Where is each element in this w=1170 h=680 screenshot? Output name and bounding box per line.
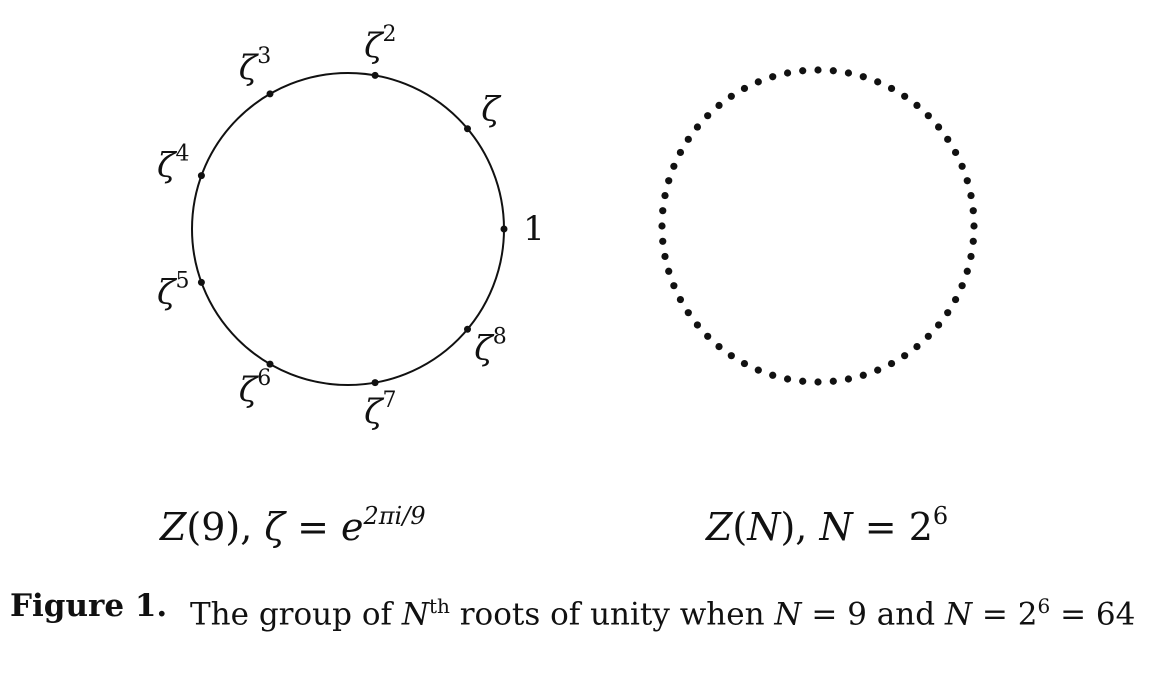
root-point <box>951 148 960 157</box>
root-point <box>814 378 822 386</box>
root-point <box>665 267 673 275</box>
root-point <box>924 112 932 120</box>
left-unit-circle <box>191 72 505 386</box>
root-point <box>969 207 977 215</box>
root-point <box>901 352 909 360</box>
root-point <box>740 359 749 368</box>
figure-caption: Figure 1. The group of Nth roots of unity… <box>10 586 1160 634</box>
root-point <box>829 377 837 385</box>
root-point <box>874 366 882 374</box>
root-point <box>670 282 678 290</box>
root-point <box>969 237 977 245</box>
root-label: ζ4 <box>157 141 189 185</box>
root-point <box>829 67 837 75</box>
root-label: ζ3 <box>239 44 271 88</box>
root-point <box>887 84 896 93</box>
root-point <box>783 69 792 77</box>
root-point <box>715 101 723 110</box>
root-point <box>944 309 952 317</box>
root-label: ζ <box>481 89 502 129</box>
root-point <box>967 252 975 261</box>
left-root-points <box>197 71 508 387</box>
root-point <box>371 379 379 387</box>
root-label: ζ6 <box>239 366 271 410</box>
root-point <box>704 112 712 120</box>
root-label: 1 <box>523 209 545 249</box>
root-point <box>727 352 735 360</box>
root-point <box>676 295 685 304</box>
right-diagram-zn: Z(N), N = 26 <box>658 66 978 549</box>
root-point <box>464 125 471 133</box>
root-label: ζ2 <box>364 22 396 66</box>
root-point <box>464 325 471 333</box>
root-point <box>944 135 952 143</box>
root-label: ζ7 <box>364 388 396 432</box>
root-point <box>500 225 508 233</box>
root-point <box>967 191 975 200</box>
root-point <box>754 366 762 374</box>
root-point <box>913 101 921 110</box>
root-point <box>958 282 966 290</box>
root-point <box>970 222 978 230</box>
root-point <box>665 177 673 185</box>
root-point <box>659 207 667 215</box>
root-point <box>963 177 971 185</box>
root-point <box>661 252 669 261</box>
root-point <box>769 371 777 379</box>
root-point <box>266 360 274 368</box>
left-diagram-z9: 1 ζ ζ2 ζ3 ζ4 ζ5 ζ6 ζ7 ζ8 Z(9), ζ = e2πi/9 <box>157 22 545 549</box>
root-point <box>676 148 685 157</box>
left-diagram-title: Z(9), ζ = e2πi/9 <box>159 502 426 549</box>
caption-label: Figure 1. <box>10 588 168 624</box>
root-point <box>799 67 807 75</box>
root-point <box>844 69 853 77</box>
root-point <box>874 78 882 86</box>
root-point <box>934 123 943 131</box>
left-root-labels: 1 ζ ζ2 ζ3 ζ4 ζ5 ζ6 ζ7 ζ8 <box>157 22 545 432</box>
root-point <box>684 135 692 143</box>
root-point <box>913 342 921 351</box>
root-point <box>740 84 749 93</box>
root-point <box>963 267 971 275</box>
root-point <box>704 332 712 340</box>
root-point <box>266 90 274 98</box>
root-point <box>958 162 966 170</box>
root-label: ζ5 <box>157 269 189 313</box>
root-point <box>727 92 735 100</box>
root-point <box>684 309 692 317</box>
right-diagram-title: Z(N), N = 26 <box>705 502 948 549</box>
root-label: ζ8 <box>474 325 506 369</box>
root-point <box>715 342 723 351</box>
root-point <box>844 375 853 383</box>
root-point <box>693 123 702 131</box>
root-point <box>197 278 205 286</box>
root-point <box>887 359 896 368</box>
root-point <box>814 66 822 74</box>
root-point <box>769 73 777 81</box>
caption-text: The group of Nth roots of unity when N =… <box>190 594 1136 633</box>
root-point <box>661 191 669 200</box>
root-point <box>901 92 909 100</box>
root-point <box>783 375 792 383</box>
root-point <box>371 71 379 79</box>
root-point <box>934 321 943 329</box>
root-point <box>693 321 702 329</box>
root-point <box>197 172 205 180</box>
root-point <box>799 377 807 385</box>
root-point <box>859 73 867 81</box>
root-point <box>659 237 667 245</box>
root-point <box>924 332 932 340</box>
root-point <box>859 371 867 379</box>
root-point <box>670 162 678 170</box>
right-root-points <box>658 66 978 386</box>
root-point <box>658 222 666 230</box>
root-point <box>951 295 960 304</box>
root-point <box>754 78 762 86</box>
